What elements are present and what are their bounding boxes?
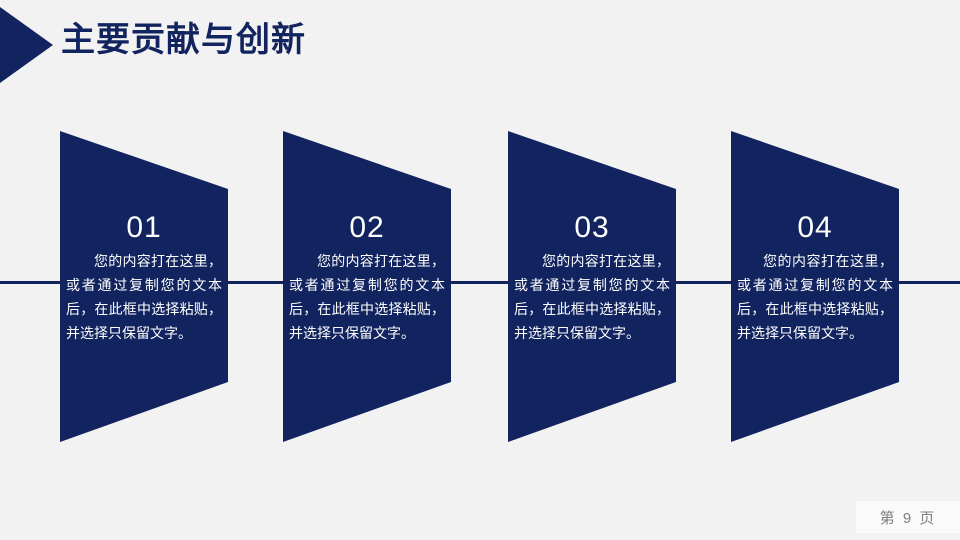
page-number-badge: 第 9 页 bbox=[856, 501, 960, 533]
content-card-body: 03 您的内容打在这里，或者通过复制您的文本后，在此框中选择粘贴，并选择只保留文… bbox=[506, 125, 678, 450]
content-card-02[interactable]: 02 您的内容打在这里，或者通过复制您的文本后，在此框中选择粘贴，并选择只保留文… bbox=[281, 125, 453, 450]
content-card-04[interactable]: 04 您的内容打在这里，或者通过复制您的文本后，在此框中选择粘贴，并选择只保留文… bbox=[729, 125, 901, 450]
card-text: 您的内容打在这里，或者通过复制您的文本后，在此框中选择粘贴，并选择只保留文字。 bbox=[66, 253, 222, 341]
card-number: 02 bbox=[349, 211, 385, 244]
trapezoid-shape-icon bbox=[281, 125, 453, 450]
page-title: 主要贡献与创新 bbox=[61, 21, 306, 59]
content-card-01[interactable]: 01 您的内容打在这里，或者通过复制您的文本后，在此框中选择粘贴，并选择只保留文… bbox=[58, 125, 230, 450]
trapezoid-shape-icon bbox=[58, 125, 230, 450]
content-card-body: 01 您的内容打在这里，或者通过复制您的文本后，在此框中选择粘贴，并选择只保留文… bbox=[58, 125, 230, 450]
card-number: 01 bbox=[126, 211, 162, 244]
page-number-label: 第 9 页 bbox=[879, 509, 937, 527]
card-number: 04 bbox=[797, 211, 833, 244]
slide-header: 主要贡献与创新 bbox=[0, 0, 960, 95]
content-card-body: 02 您的内容打在这里，或者通过复制您的文本后，在此框中选择粘贴，并选择只保留文… bbox=[281, 125, 453, 450]
card-number: 03 bbox=[574, 211, 610, 244]
card-text: 您的内容打在这里，或者通过复制您的文本后，在此框中选择粘贴，并选择只保留文字。 bbox=[737, 253, 893, 341]
card-text: 您的内容打在这里，或者通过复制您的文本后，在此框中选择粘贴，并选择只保留文字。 bbox=[514, 253, 670, 341]
triangle-right-icon bbox=[0, 7, 54, 83]
timeline-divider bbox=[0, 281, 960, 284]
card-text: 您的内容打在这里，或者通过复制您的文本后，在此框中选择粘贴，并选择只保留文字。 bbox=[289, 253, 445, 341]
trapezoid-shape-icon bbox=[506, 125, 678, 450]
content-card-body: 04 您的内容打在这里，或者通过复制您的文本后，在此框中选择粘贴，并选择只保留文… bbox=[729, 125, 901, 450]
content-card-03[interactable]: 03 您的内容打在这里，或者通过复制您的文本后，在此框中选择粘贴，并选择只保留文… bbox=[506, 125, 678, 450]
trapezoid-shape-icon bbox=[729, 125, 901, 450]
